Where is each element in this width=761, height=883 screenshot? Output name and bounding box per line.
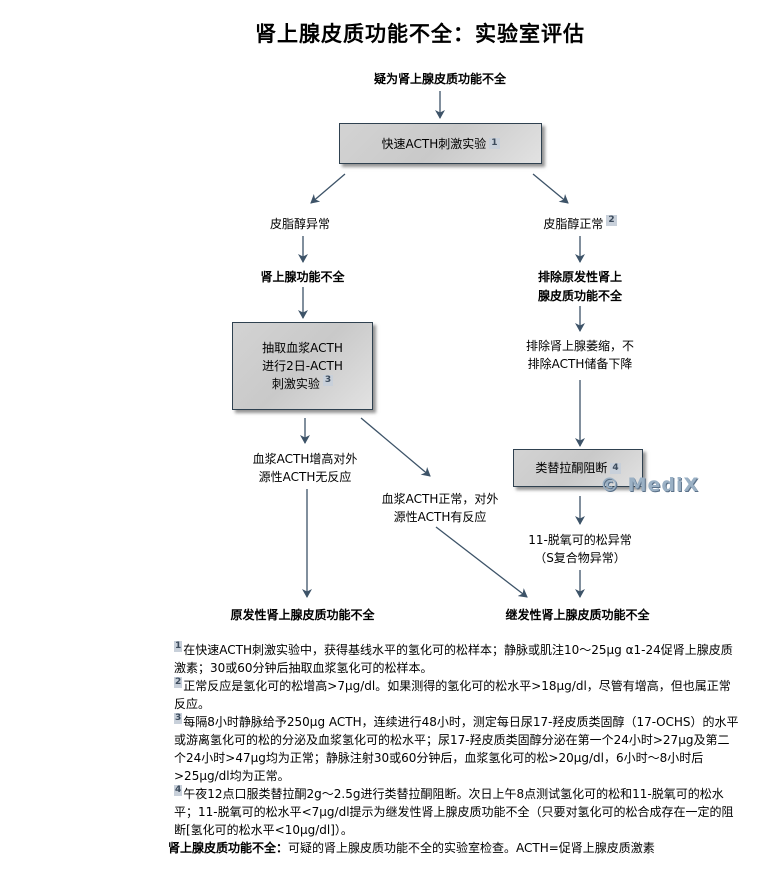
- node-exclude-atrophy-line1: 排除肾上腺萎缩，不: [525, 339, 634, 353]
- node-acth-high: 血浆ACTH增高对外 源性ACTH无反应: [230, 450, 380, 486]
- caption-text: 可疑的肾上腺皮质功能不全的实验室检查。ACTH=促肾上腺皮质激素: [288, 841, 655, 855]
- node-primary-insufficiency: 原发性肾上腺皮质功能不全: [230, 608, 375, 622]
- footnote-3-marker: 3: [174, 713, 183, 724]
- node-metyrapone-label: 类替拉酮阻断: [535, 461, 608, 475]
- node-plasma-acth-test-line2: 进行2日-ACTH: [262, 359, 343, 373]
- footnote-1-text: 在快速ACTH刺激实验中，获得基线水平的氢化可的松样本；静脉或肌注10～25μg…: [174, 643, 733, 675]
- node-cortisol-normal-label: 皮脂醇正常: [543, 217, 604, 231]
- footnote-2-marker: 2: [174, 677, 183, 688]
- footnote-4-text: 午夜12点口服类替拉酮2g～2.5g进行类替拉酮阻断。次日上午8点测试氢化可的松…: [174, 787, 734, 837]
- node-deoxycortisol-line2: （S复合物异常）: [534, 551, 626, 565]
- node-exclude-atrophy-line2: 排除ACTH储备下降: [527, 357, 633, 371]
- node-exclude-atrophy: 排除肾上腺萎缩，不 排除ACTH储备下降: [500, 337, 660, 373]
- footnote-4-marker: 4: [174, 785, 183, 796]
- arrow-acthtest-to-normal: [360, 417, 431, 477]
- watermark-medix: © MediX: [600, 474, 700, 496]
- node-plasma-acth-test-line3: 刺激实验: [271, 377, 320, 391]
- node-cortisol-abnormal: 皮脂醇异常: [269, 217, 330, 231]
- node-acth-high-line1: 血浆ACTH增高对外: [252, 452, 358, 466]
- node-adrenal-insufficiency: 肾上腺功能不全: [260, 270, 345, 284]
- node-exclude-primary: 排除原发性肾上 腺皮质功能不全: [510, 268, 650, 306]
- footnote-1-marker: 1: [174, 641, 183, 652]
- node-acth-normal-line2: 源性ACTH有反应: [393, 510, 487, 524]
- arrow-rapid-to-normal: [532, 173, 569, 204]
- caption-bold: 肾上腺皮质功能不全：: [168, 841, 289, 855]
- node-acth-normal-line1: 血浆ACTH正常，对外: [381, 492, 499, 506]
- node-secondary-insufficiency: 继发性肾上腺皮质功能不全: [505, 608, 650, 622]
- node-deoxycortisol-line1: 11-脱氧可的松异常: [528, 533, 632, 547]
- footnote-ref-1: 1: [489, 138, 500, 149]
- node-rapid-acth-test-label: 快速ACTH刺激实验: [381, 136, 487, 151]
- figure-caption: 肾上腺皮质功能不全：可疑的肾上腺皮质功能不全的实验室检查。ACTH=促肾上腺皮质…: [160, 839, 740, 857]
- node-acth-normal: 血浆ACTH正常，对外 源性ACTH有反应: [365, 490, 515, 526]
- node-exclude-primary-line1: 排除原发性肾上: [537, 270, 622, 284]
- arrow-rapid-to-abnormal: [310, 173, 346, 204]
- footnote-2-text: 正常反应是氢化可的松增高>7μg/dl。如果测得的氢化可的松水平>18μg/dl…: [174, 679, 731, 711]
- footnote-ref-4: 4: [610, 462, 621, 474]
- node-start: 疑为肾上腺皮质功能不全: [373, 72, 506, 86]
- node-exclude-primary-line2: 腺皮质功能不全: [537, 289, 622, 303]
- node-deoxycortisol: 11-脱氧可的松异常 （S复合物异常）: [505, 531, 655, 567]
- footnote-3-text: 每隔8小时静脉给予250μg ACTH，连续进行48小时，测定每日尿17-羟皮质…: [174, 715, 739, 783]
- footnote-ref-3: 3: [322, 375, 334, 386]
- arrow-acthnormal-to-secondary: [435, 526, 528, 598]
- node-acth-high-line2: 源性ACTH无反应: [258, 470, 352, 484]
- node-plasma-acth-test-line1: 抽取血浆ACTH: [262, 341, 343, 355]
- footnote-ref-2: 2: [606, 215, 617, 226]
- page-title: 肾上腺皮质功能不全：实验室评估: [255, 22, 585, 46]
